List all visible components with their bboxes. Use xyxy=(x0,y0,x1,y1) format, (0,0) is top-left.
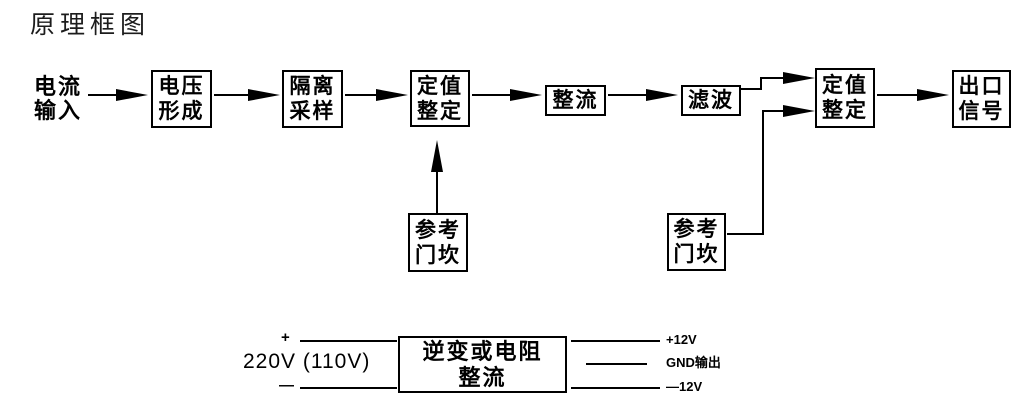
arrow-head xyxy=(783,72,815,84)
box-setting-adjust-1: 定值 整定 xyxy=(410,70,470,127)
output-plus12v-label: +12V xyxy=(666,332,697,347)
arrow-head xyxy=(917,89,949,101)
connector-line xyxy=(762,110,764,235)
box-output-signal: 出口 信号 xyxy=(952,70,1011,128)
box-reference-threshold-2: 参考 门坎 xyxy=(667,213,726,271)
connector-line xyxy=(877,94,921,96)
arrow-head xyxy=(116,89,148,101)
node-current-input: 电流 输入 xyxy=(33,74,82,123)
output-minus12v-label: —12V xyxy=(666,379,703,394)
connector-line xyxy=(300,340,397,342)
connector-line xyxy=(586,363,647,365)
box-inverter-rectifier: 逆变或电阻 整流 xyxy=(398,336,567,393)
connector-line xyxy=(760,78,762,90)
minus-sign: — xyxy=(279,377,294,394)
box-reference-threshold-1: 参考 门坎 xyxy=(408,213,468,272)
connector-line xyxy=(760,77,786,79)
arrow-head xyxy=(431,140,443,172)
connector-line xyxy=(214,94,254,96)
box-filter: 滤波 xyxy=(681,85,741,116)
connector-line xyxy=(571,387,660,389)
connector-line xyxy=(571,340,660,342)
connector-line xyxy=(727,233,764,235)
diagram-title: 原理框图 xyxy=(30,12,151,39)
box-voltage-formation: 电压 形成 xyxy=(151,70,212,128)
arrow-head xyxy=(646,89,678,101)
connector-line xyxy=(472,94,514,96)
plus-sign: + xyxy=(281,329,290,346)
box-setting-adjust-2: 定值 整定 xyxy=(815,68,875,128)
arrow-head xyxy=(783,105,815,117)
power-source-label: 220V (110V) xyxy=(243,350,371,373)
connector-line xyxy=(762,110,786,112)
connector-line xyxy=(436,145,438,213)
box-isolation-sampling: 隔离 采样 xyxy=(282,70,343,128)
arrow-head xyxy=(376,89,408,101)
connector-line xyxy=(88,94,122,96)
arrow-head xyxy=(510,89,542,101)
connector-line xyxy=(741,88,762,90)
connector-line xyxy=(608,94,650,96)
output-gnd-label: GND输出 xyxy=(666,355,721,370)
arrow-head xyxy=(248,89,280,101)
box-rectifier: 整流 xyxy=(545,85,606,116)
connector-line xyxy=(300,387,397,389)
connector-line xyxy=(345,94,381,96)
